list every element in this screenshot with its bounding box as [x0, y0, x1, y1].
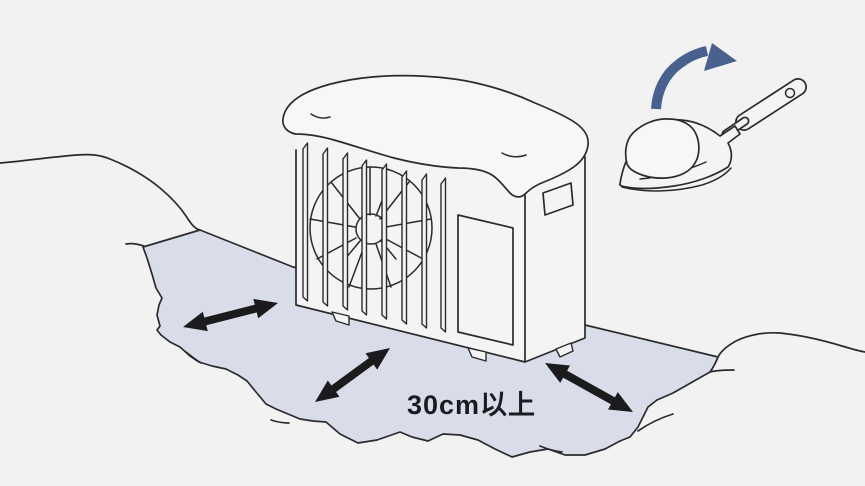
scoop-direction-arrow [651, 43, 737, 110]
clearance-arrow-right [545, 363, 633, 412]
fan [309, 166, 433, 290]
cleared-snow-area [142, 229, 719, 458]
snow-cap-blob [282, 74, 589, 198]
arrow-head [253, 298, 278, 319]
grille [302, 142, 447, 333]
left-bank-notch [185, 351, 202, 364]
shovel-handle-hole [784, 87, 796, 99]
grille-bar [302, 142, 309, 302]
grille-bar [361, 159, 368, 316]
arrow-shaft [329, 356, 376, 394]
unit-foot [331, 311, 350, 326]
right-bank-lip [709, 369, 735, 373]
snow-cap-detail [310, 113, 527, 158]
snow-shovel [618, 78, 807, 192]
shovel-handle [736, 79, 806, 130]
unit-foot [467, 347, 487, 362]
arrow-head [315, 380, 340, 402]
front-access-panel [457, 214, 514, 346]
arrow-head [545, 363, 570, 383]
scooped-snow [624, 118, 700, 179]
grille-bar [401, 170, 408, 325]
left-snow-bank-outline [0, 153, 201, 231]
clearance-arrow-left [183, 298, 278, 332]
outdoor-unit [282, 74, 589, 363]
arrow-head [608, 392, 633, 412]
curved-arrow-shaft [651, 46, 709, 110]
snow-banks [0, 153, 865, 453]
fan-rim [309, 166, 433, 290]
curved-arrow-head [704, 43, 737, 71]
arrow-shaft [202, 304, 259, 326]
right-snow-bank-outline [717, 331, 865, 358]
unit-foot [555, 342, 574, 358]
snow-cap [282, 74, 589, 198]
grille-bar [322, 147, 329, 307]
clearance-arrow-front [315, 348, 390, 402]
side-vent [542, 182, 574, 216]
bottom-bank-tick-left [270, 419, 290, 424]
grille-bar [342, 152, 349, 311]
bottom-bank-tick-right [539, 445, 563, 453]
right-bank-tick [637, 413, 674, 432]
grille-bar [421, 173, 428, 329]
unit-feet [331, 311, 574, 362]
shovel-blade-rim [621, 167, 732, 192]
left-bank-tick [125, 242, 145, 247]
arrow-shaft [561, 369, 617, 406]
clearance-arrows [183, 298, 633, 412]
arrow-head [183, 311, 208, 332]
grille-bar [381, 163, 388, 320]
arrow-head [365, 348, 390, 370]
clearance-label: 30cm以上 [407, 390, 536, 420]
grille-bar [440, 177, 447, 333]
